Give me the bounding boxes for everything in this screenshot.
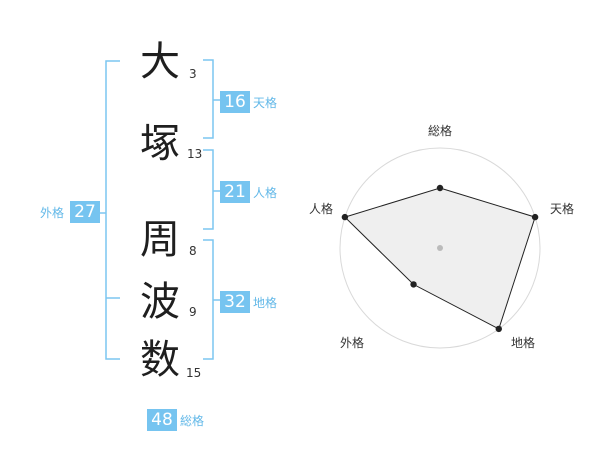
radar-polygon: [343, 187, 536, 330]
jinkaku-bracket: [203, 149, 214, 230]
radar-points: [341, 184, 539, 333]
radar-point: [341, 213, 349, 221]
stroke-count-3: 8: [189, 244, 197, 258]
radar-point: [410, 281, 417, 288]
name-char-4: 波: [140, 279, 180, 325]
name-char-5: 数: [140, 337, 180, 383]
radar-axis-label-soukaku: 総格: [428, 124, 453, 138]
soukaku-value: 48: [147, 409, 177, 431]
stroke-count-1: 3: [189, 67, 197, 81]
radar-center-dot: [437, 245, 443, 251]
radar-point: [531, 213, 539, 221]
name-char-3: 周: [140, 217, 180, 263]
chikaku-value: 32: [220, 291, 250, 313]
jinkaku-label: 人格: [253, 186, 278, 200]
radar-axis-label-gaikaku: 外格: [340, 336, 365, 350]
name-char-1: 大: [140, 39, 180, 85]
gaikaku-bracket: [105, 60, 120, 360]
tenkaku-label: 天格: [253, 96, 278, 110]
radar-point: [495, 325, 502, 333]
stroke-count-2: 13: [187, 147, 203, 161]
gaikaku-label: 外格: [40, 206, 65, 220]
tenkaku-bracket: [203, 59, 214, 139]
radar-point: [436, 184, 444, 192]
name-char-2: 塚: [140, 121, 180, 167]
stroke-count-4: 9: [189, 305, 197, 319]
jinkaku-value: 21: [220, 181, 250, 203]
stroke-count-5: 15: [186, 366, 202, 380]
soukaku-label: 総格: [180, 414, 205, 428]
chikaku-label: 地格: [253, 296, 278, 310]
tenkaku-value: 16: [220, 91, 250, 113]
gaikaku-value: 27: [70, 201, 100, 223]
radar-axis-label-tenkaku: 天格: [550, 202, 575, 216]
radar-axis-label-jinkaku: 人格: [309, 202, 334, 216]
radar-axis-label-chikaku: 地格: [511, 336, 536, 350]
